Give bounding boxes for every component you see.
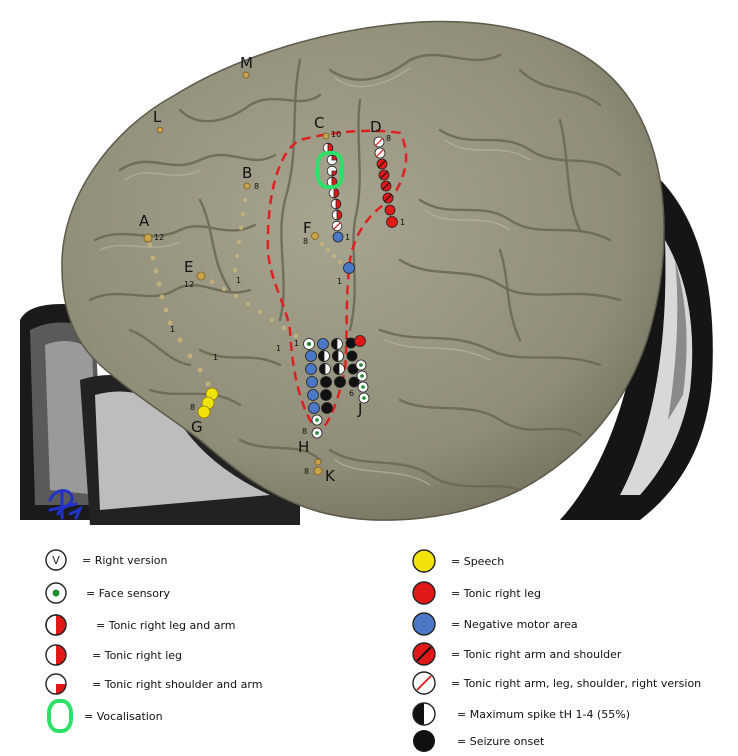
legend-label: = Seizure onset	[457, 735, 544, 748]
legend-label: = Right version	[82, 554, 167, 567]
contact-m	[243, 72, 249, 78]
brain-figure: M L C D B A F E J G H K 10 8 8 1 12 8 1 …	[0, 0, 738, 530]
electrode-letter-j: J	[357, 400, 362, 418]
contact-e	[197, 272, 205, 280]
contact-number-c-10: 10	[331, 130, 341, 139]
contact-number-j-6: 6	[349, 389, 354, 398]
contact-number-c-1: 1	[345, 233, 350, 242]
right-version-icon: V	[44, 548, 68, 572]
contact-f	[312, 233, 319, 240]
electrode-letter-e: E	[184, 258, 193, 276]
contact-number-a-1: 1	[170, 325, 175, 334]
legend-item-speech: = Speech	[411, 548, 504, 574]
black-circle-icon	[411, 728, 437, 754]
contact-number-d-8: 8	[386, 134, 391, 143]
legend-label: = Tonic right leg	[451, 587, 541, 600]
contact-number-a-12: 12	[154, 233, 164, 242]
electrode-f-contacts	[344, 263, 355, 274]
contact-k2	[315, 459, 321, 465]
electrode-letter-k: K	[325, 467, 336, 485]
legend-item-right-version: V = Right version	[44, 548, 167, 572]
legend-label: = Tonic right leg	[92, 649, 182, 662]
electrode-letter-b: B	[242, 164, 252, 182]
legend-item-tonic-right-shoulder-and-arm: = Tonic right shoulder and arm	[44, 672, 262, 696]
contact-number-e-1: 1	[276, 344, 281, 353]
electrode-letter-l: L	[153, 108, 162, 126]
face-sensory-icon	[44, 581, 68, 605]
contact-number-h-8: 8	[302, 427, 307, 436]
contact-b	[244, 183, 250, 189]
electrode-letter-c: C	[314, 114, 324, 132]
legend-label: = Tonic right arm, leg, shoulder, right …	[451, 677, 701, 690]
electrode-letter-d: D	[370, 118, 382, 136]
legend-label: = Face sensory	[86, 587, 170, 600]
contact-number-k-8: 8	[304, 467, 309, 476]
contact-l	[157, 127, 163, 133]
speech-icon	[411, 548, 437, 574]
legend-item-tonic-right-arm-and-shoulder: = Tonic right arm and shoulder	[411, 641, 621, 667]
blue-circle-icon	[411, 611, 437, 637]
red-slashed-circle-icon	[411, 641, 437, 667]
electrode-letter-f: F	[303, 219, 312, 237]
contact-number-grid-1a: 1	[294, 339, 299, 348]
contact-number-e-12: 12	[184, 280, 194, 289]
contact-number-f-8: 8	[303, 237, 308, 246]
legend-item-face-sensory: = Face sensory	[44, 581, 170, 605]
contact-a	[144, 234, 152, 242]
contact-number-grid-1b: 1	[345, 337, 350, 346]
legend-label: = Negative motor area	[451, 618, 578, 631]
contact-number-g-8: 8	[190, 403, 195, 412]
electrode-letter-m: M	[240, 54, 253, 72]
contact-number-f-1: 1	[337, 277, 342, 286]
contact-c-top	[323, 133, 329, 139]
electrode-letter-a: A	[139, 212, 150, 230]
electrode-letter-g: G	[191, 418, 203, 436]
contact-number-b-8: 8	[254, 182, 259, 191]
half-red-circle-icon	[44, 613, 68, 637]
legend-item-tonic-right-leg-and-arm: = Tonic right leg and arm	[44, 613, 236, 637]
legend-label: = Speech	[451, 555, 504, 568]
legend-item-maximum-spike: = Maximum spike tH 1-4 (55%)	[411, 701, 630, 727]
lower-quarter-red-circle-icon	[44, 672, 68, 696]
legend-item-tonic-right-leg-quarter: = Tonic right leg	[44, 643, 182, 667]
legend-item-negative-motor-area: = Negative motor area	[411, 611, 578, 637]
legend-label: = Maximum spike tH 1-4 (55%)	[457, 708, 630, 721]
legend-item-tonic-right-arm-leg-shoulder-version: = Tonic right arm, leg, shoulder, right …	[411, 670, 701, 696]
contact-number-d-1: 1	[400, 218, 405, 227]
legend-item-tonic-right-leg-full: = Tonic right leg	[411, 580, 541, 606]
legend-item-vocalisation: = Vocalisation	[46, 698, 163, 734]
electrode-letter-h: H	[298, 438, 309, 456]
legend-label: = Vocalisation	[84, 710, 163, 723]
contact-k	[314, 467, 322, 475]
half-black-circle-icon	[411, 701, 437, 727]
legend: V = Right version = Face sensory = Tonic…	[0, 540, 738, 756]
legend-label: = Tonic right leg and arm	[96, 619, 236, 632]
vocalisation-icon	[46, 698, 74, 734]
legend-label: = Tonic right arm and shoulder	[451, 648, 621, 661]
contact-number-g-pre: 1	[213, 353, 218, 362]
legend-label: = Tonic right shoulder and arm	[92, 678, 262, 691]
contact-number-b-1: 1	[236, 276, 241, 285]
white-slashed-circle-icon	[411, 670, 437, 696]
quarter-red-circle-icon	[44, 643, 68, 667]
red-circle-icon	[411, 580, 437, 606]
legend-item-seizure-onset: = Seizure onset	[411, 728, 544, 754]
svg-text:V: V	[52, 554, 60, 567]
